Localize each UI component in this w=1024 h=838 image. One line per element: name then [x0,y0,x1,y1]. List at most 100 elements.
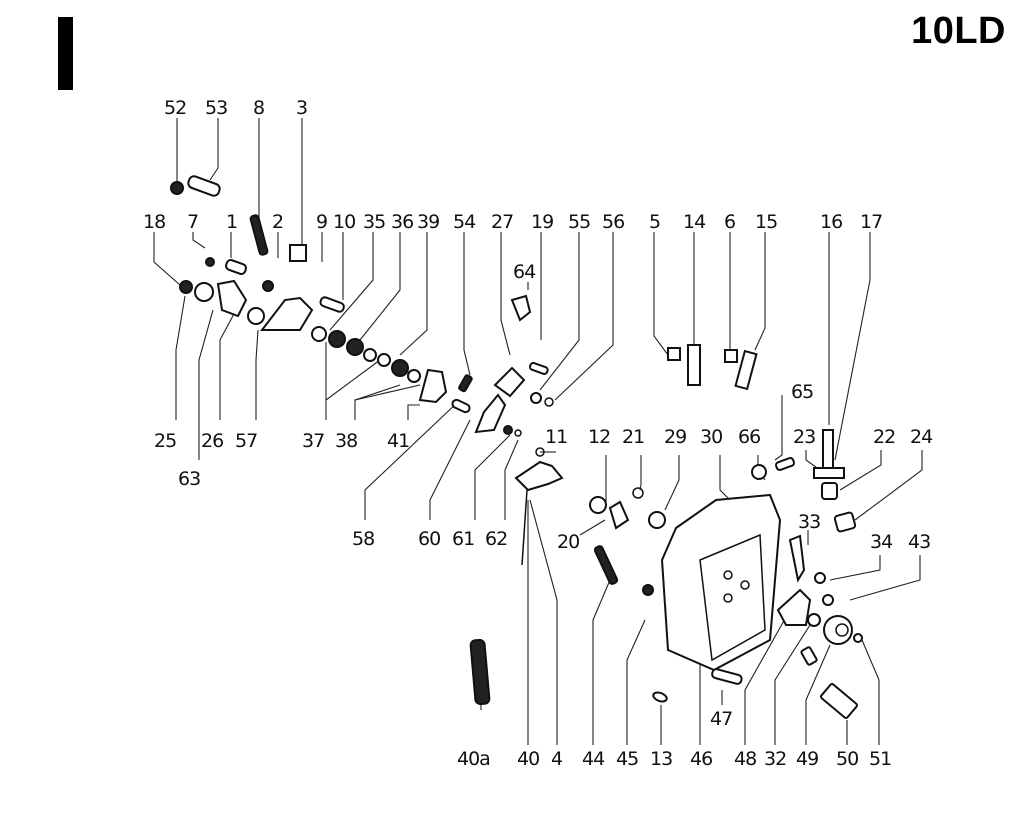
callout-37: 37 [302,430,324,452]
callout-30: 30 [700,426,722,448]
sleeve-50 [820,682,858,720]
callout-1: 1 [226,211,237,233]
spring-8 [249,214,269,256]
callout-5: 5 [649,211,660,233]
part-20 [608,500,630,530]
section-marker-bar [58,17,73,90]
callout-40a: 40a [457,748,490,770]
rod-40 [521,489,528,566]
bearing-36 [346,338,364,356]
lever-9 [259,296,314,331]
callout-26: 26 [201,430,223,452]
callout-39: 39 [417,211,439,233]
nut-66 [751,464,767,480]
ring-21 [632,487,644,499]
washer-25 [194,282,214,302]
spring-12 [589,496,607,514]
bracket-23 [813,467,845,479]
oring-56 [544,397,554,407]
callout-41: 41 [387,430,409,452]
callout-25: 25 [154,430,176,452]
callout-40: 40 [517,748,539,770]
screw-65 [775,457,795,471]
callout-44: 44 [582,748,605,770]
washer-51 [853,633,863,643]
block-24 [833,511,857,533]
nut-5 [667,347,681,361]
callout-48: 48 [734,748,756,770]
callout-7: 7 [187,211,198,233]
knob-49 [823,615,853,645]
callout-65: 65 [791,381,813,403]
callout-62: 62 [485,528,507,550]
plate-26 [216,279,248,318]
callout-58: 58 [352,528,374,550]
callout-12: 12 [588,426,610,448]
callout-29: 29 [664,426,686,448]
callout-50: 50 [836,748,858,770]
washer-52 [170,181,184,195]
callout-10: 10 [333,211,355,233]
screw-44 [593,545,619,585]
part-drawings [170,175,863,720]
callout-51: 51 [869,748,891,770]
washer-18 [179,280,193,294]
callout-11: 11 [545,426,567,448]
callout-17: 17 [860,211,882,233]
pin-58 [451,398,471,414]
callout-21: 21 [622,426,644,448]
callout-56: 56 [602,211,624,233]
bracket-3 [289,244,307,262]
lever-4 [514,460,564,492]
callout-2: 2 [272,211,283,233]
callout-4: 4 [551,748,563,770]
callout-54: 54 [453,211,476,233]
nut-6 [724,349,738,363]
callout-14: 14 [683,211,706,233]
nut-34 [814,572,826,584]
washer-38b [407,369,421,383]
bolt-15 [734,349,758,391]
part-64 [510,294,532,322]
screw-19 [529,361,549,375]
callout-49: 49 [796,748,818,770]
callout-61: 61 [452,528,474,550]
washer-61 [503,425,513,435]
washer-37a [311,326,327,342]
ring-11 [535,447,545,457]
callout-55: 55 [568,211,590,233]
spring-40a [469,638,491,706]
stud-53 [187,175,221,197]
callout-24: 24 [910,426,933,448]
leader-lines [153,118,923,745]
callout-46: 46 [690,748,712,770]
cam-48 [776,588,812,626]
model-title: 10LD [911,10,1006,52]
callout-19: 19 [531,211,553,233]
callout-63: 63 [178,468,200,490]
oring-62 [514,429,522,437]
callout-60: 60 [418,528,440,550]
bearing-35 [328,330,346,348]
callout-22: 22 [873,426,895,448]
oring-13 [652,691,668,703]
nut-43 [822,594,834,606]
bracket-27 [493,366,526,398]
callout-32: 32 [764,748,786,770]
callout-34: 34 [870,531,893,553]
callout-57: 57 [235,430,257,452]
callout-23: 23 [793,426,815,448]
callout-45: 45 [616,748,638,770]
callout-33: 33 [798,511,820,533]
spring-54 [458,374,473,393]
pin-10 [319,296,345,313]
ring-57 [247,307,265,325]
callout-18: 18 [143,211,165,233]
lever-41 [418,368,448,404]
screw-1 [225,259,247,275]
washer-38 [377,353,391,367]
callout-20: 20 [557,531,579,553]
callout-8: 8 [253,97,264,119]
callout-9: 9 [316,211,327,233]
